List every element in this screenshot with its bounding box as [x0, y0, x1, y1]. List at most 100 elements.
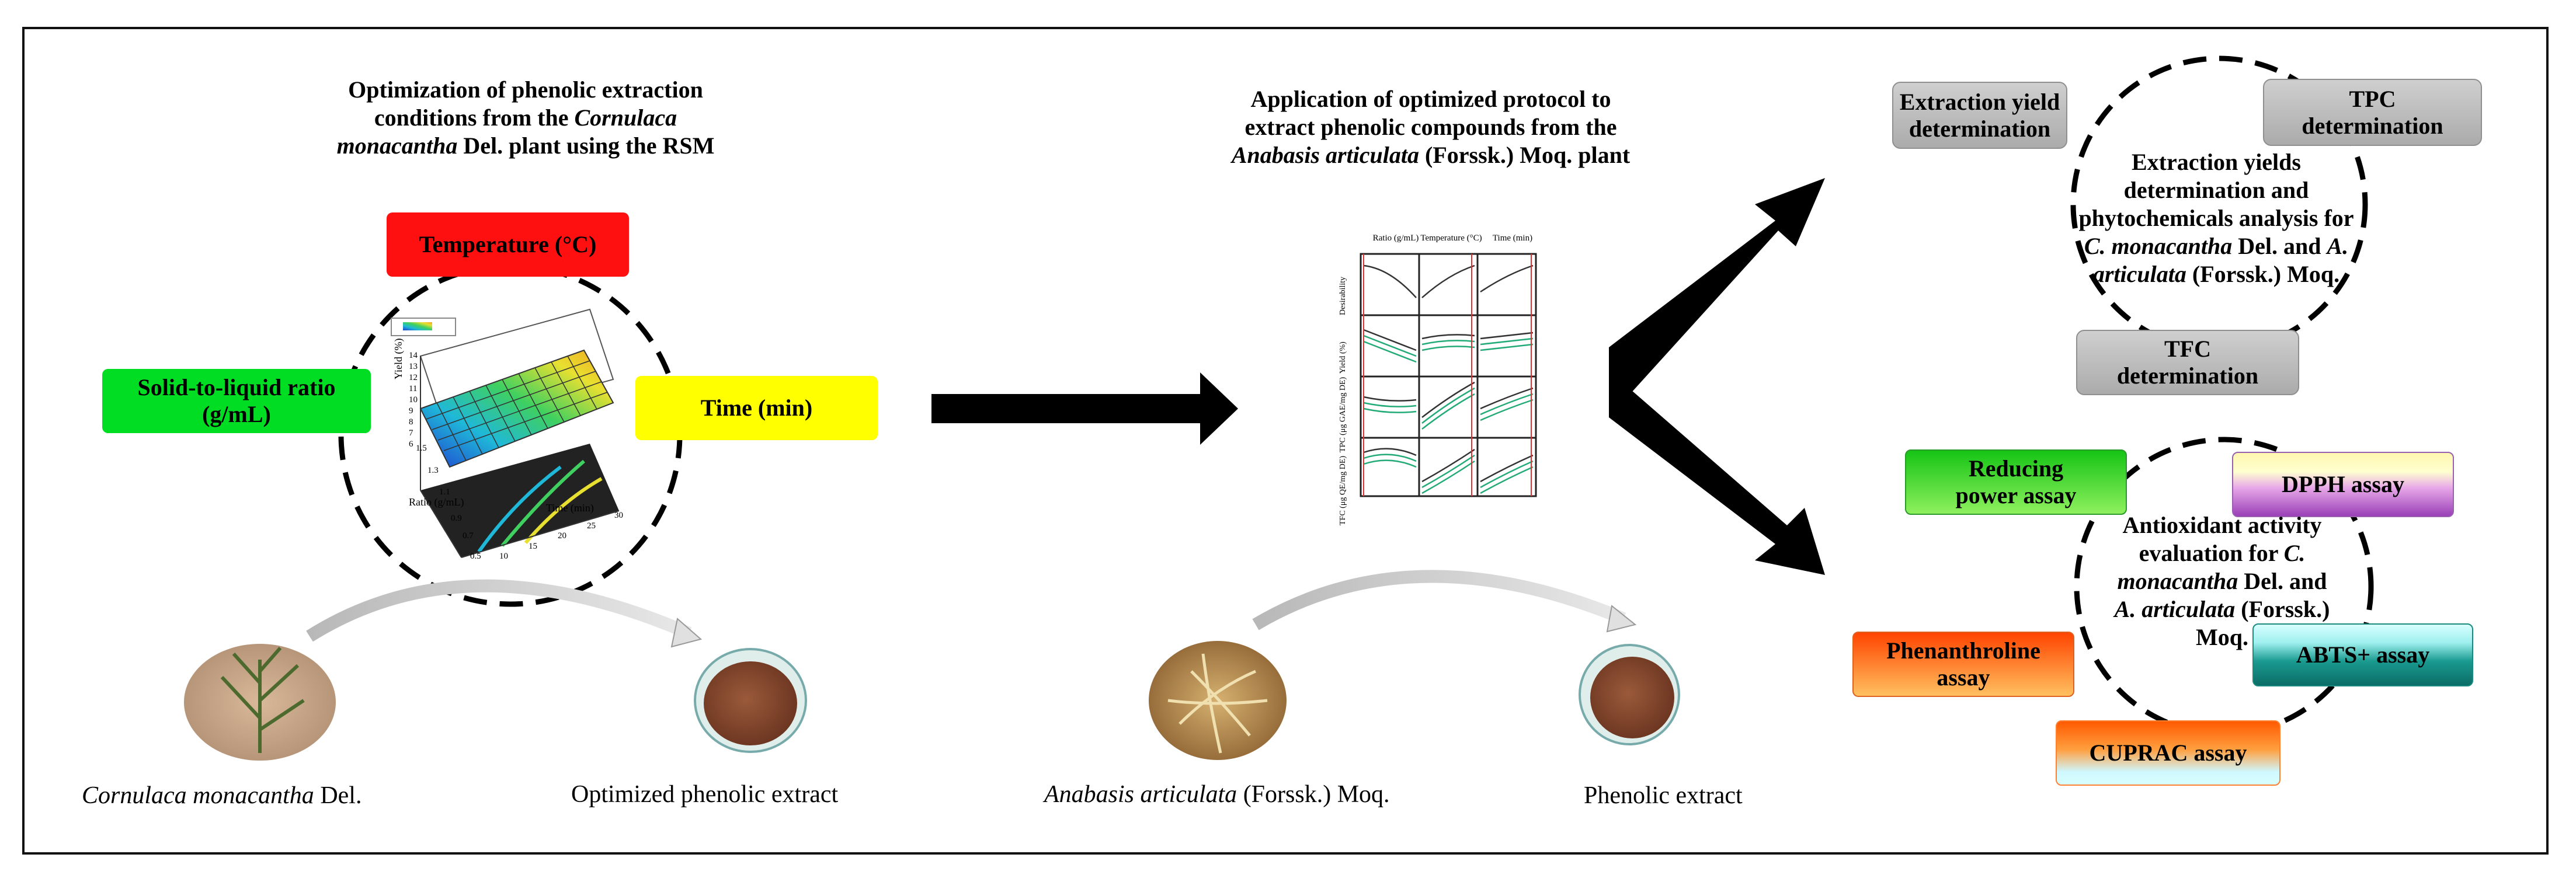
phyto-line5: (Forssk.) Moq.: [2186, 261, 2340, 287]
optimized-extract-caption: Optimized phenolic extract: [571, 781, 839, 808]
mini-row-label: TFC (μg QE/mg DE): [1339, 455, 1347, 525]
abts-box: ABTS+ assay: [2252, 623, 2473, 686]
antiox-species-a: A. articulata: [2114, 596, 2236, 622]
optimum-markers: [1363, 254, 1532, 496]
application-title-species: Anabasis articulata: [1231, 142, 1420, 168]
tfc-box: TFC determination: [2076, 330, 2299, 395]
phyto-line3: phytochemicals analysis for: [2078, 205, 2354, 231]
application-title-line3: (Forssk.) Moq. plant: [1419, 142, 1631, 168]
extraction-yield-label-line1: Extraction yield: [1899, 88, 2060, 115]
plant-to-extract-arrowhead-2: [1606, 605, 1637, 633]
antiox-species-c: C.: [2283, 540, 2306, 566]
surface-yield-axis-label: Yield (%): [392, 338, 404, 379]
antiox-line2: evaluation for: [2139, 540, 2284, 566]
ratio-tick: 0.5: [470, 552, 481, 561]
plant-to-extract-arrow-1: [306, 579, 692, 642]
yield-tick: 13: [409, 362, 418, 371]
phyto-line1: Extraction yields: [2132, 149, 2301, 175]
mini-row-label: Desirability: [1339, 276, 1347, 315]
optimization-title: Optimization of phenolic extraction cond…: [234, 76, 818, 160]
antiox-species-c-epithet: monacantha: [2117, 568, 2238, 594]
yield-tick: 7: [409, 428, 413, 438]
reducing-power-label-line1: Reducing: [1968, 455, 2064, 482]
floor-contour: [477, 465, 562, 553]
time-tick: 10: [499, 552, 508, 561]
upper-arrow: [1609, 178, 1825, 417]
application-title: Application of optimized protocol to ext…: [1180, 85, 1682, 169]
floor-contour: [500, 459, 585, 547]
mini-row-label: TPC (μg GAE/mg DE): [1339, 376, 1347, 452]
ratio-factor-label-line2: (g/mL): [202, 401, 271, 427]
time-tick: 30: [614, 511, 623, 520]
phyto-species-a-epithet: articulata: [2092, 261, 2186, 287]
time-factor-box: Time (min): [635, 376, 878, 440]
antiox-line5: Moq.: [2196, 624, 2248, 650]
phyto-species-a: A.: [2327, 233, 2349, 259]
ratio-tick: 0.7: [463, 531, 474, 541]
dpph-label: DPPH assay: [2282, 471, 2404, 497]
phenanthroline-label-line1: Phenanthroline: [1886, 637, 2040, 664]
phenanthroline-box: Phenanthroline assay: [1852, 632, 2074, 697]
anabasis-caption: Anabasis articulata (Forssk.) Moq.: [1044, 780, 1390, 809]
yield-tick: 11: [409, 384, 418, 393]
ratio-tick: 1.1: [439, 487, 450, 497]
desirability-plot-grid: [1360, 253, 1537, 497]
mini-col-header: Temperature (°C): [1420, 233, 1482, 243]
mini-col-header: Ratio (g/mL): [1372, 233, 1419, 243]
cuprac-label: CUPRAC assay: [2089, 740, 2247, 766]
cornulaca-caption-species: Cornulaca monacantha: [82, 782, 314, 809]
phenolic-extract-caption: Phenolic extract: [1584, 782, 1743, 809]
application-title-line1: Application of optimized protocol to: [1250, 86, 1611, 112]
main-arrow-right: [931, 372, 1238, 445]
optimization-title-line1: Optimization of phenolic extraction: [348, 76, 703, 103]
reducing-power-box: Reducing power assay: [1905, 449, 2127, 515]
phyto-line4: Del. and: [2232, 233, 2327, 259]
surface-mesh-lines: [426, 355, 608, 461]
tpc-label-line1: TPC: [2349, 85, 2396, 112]
time-factor-label: Time (min): [700, 395, 813, 421]
mini-row-label: Yield (%): [1339, 341, 1347, 374]
ratio-factor-label-line1: Solid-to-liquid ratio: [137, 374, 336, 400]
anabasis-plant-stems: [1167, 653, 1268, 754]
yield-tick: 8: [409, 417, 413, 427]
cornulaca-plant-stems: [220, 647, 305, 753]
plant-to-extract-arrow-2: [1252, 570, 1626, 630]
surface-yield-ticks: 14 13 12 11 10 9 8 7 6: [409, 350, 419, 450]
phyto-species-c: C. monacantha: [2084, 233, 2233, 259]
ratio-tick: 0.9: [451, 514, 462, 523]
mini-col-header: Time (min): [1492, 233, 1533, 243]
anabasis-caption-species: Anabasis articulata: [1044, 781, 1237, 808]
cornulaca-caption: Cornulaca monacantha Del.: [82, 781, 361, 810]
optimized-extract-powder: [704, 661, 797, 745]
tpc-label-line2: determination: [2302, 112, 2443, 139]
plant-to-extract-arrowhead-1: [670, 618, 703, 648]
lower-arrow: [1609, 371, 1825, 575]
yield-tick: 12: [409, 373, 418, 382]
phenanthroline-label-line2: assay: [1937, 664, 1990, 691]
phyto-line2: determination and: [2123, 177, 2309, 203]
optimization-title-species-genus: Cornulaca: [574, 104, 677, 131]
ratio-factor-box: Solid-to-liquid ratio (g/mL): [102, 369, 371, 433]
time-tick: 25: [587, 521, 596, 531]
reducing-power-label-line2: power assay: [1955, 482, 2077, 508]
phenolic-extract-powder: [1590, 657, 1674, 738]
yield-tick: 6: [409, 440, 413, 449]
desirability-curves: [1363, 264, 1534, 494]
anabasis-caption-author: (Forssk.) Moq.: [1237, 781, 1390, 808]
application-title-line2: extract phenolic compounds from the: [1244, 114, 1617, 140]
response-surface-plot: [391, 308, 620, 558]
time-tick: 20: [558, 531, 566, 541]
surface-legend-bar: [403, 322, 432, 330]
surface-ratio-axis-label: Ratio (g/mL): [409, 496, 464, 508]
time-tick: 15: [529, 542, 537, 551]
optimization-title-line2: conditions from the: [374, 104, 575, 131]
antiox-line1: Antioxidant activity: [2122, 512, 2322, 538]
phytochemical-center-text: Extraction yields determination and phyt…: [2009, 148, 2424, 288]
cuprac-box: CUPRAC assay: [2056, 720, 2280, 786]
surface-mesh: [419, 349, 614, 468]
dpph-box: DPPH assay: [2232, 452, 2454, 517]
ratio-tick: 1.5: [416, 444, 427, 453]
yield-tick: 14: [409, 351, 418, 360]
optimization-title-species-epithet: monacantha: [336, 133, 458, 159]
